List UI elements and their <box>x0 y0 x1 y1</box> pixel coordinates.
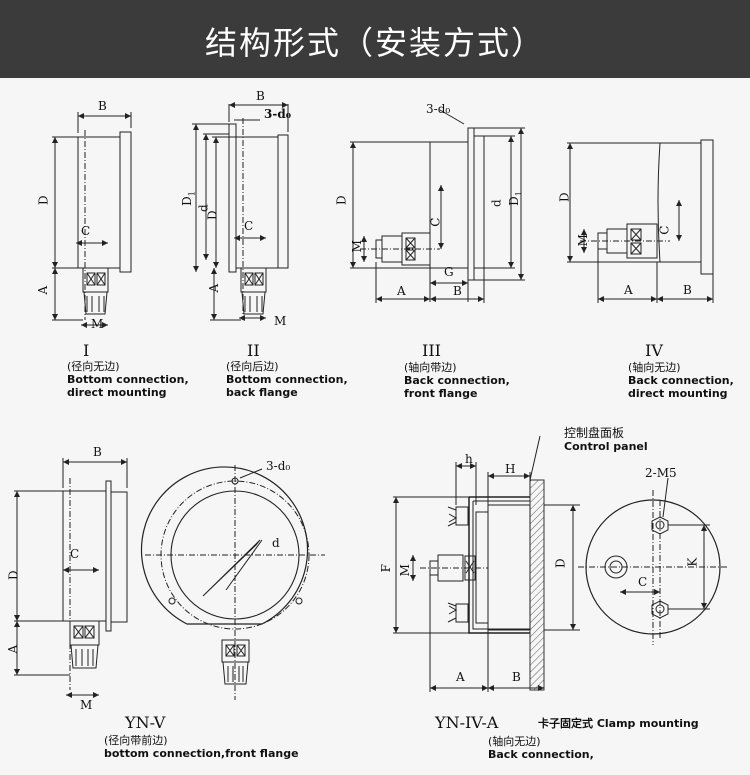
fig6-dim-a: A <box>456 670 465 684</box>
technical-drawing <box>14 102 728 700</box>
fig5-caption-en1: bottom connection,front flange <box>104 747 299 761</box>
fig2-numeral: II <box>247 341 260 360</box>
fig3-dim-b: B <box>453 284 462 298</box>
figure-5-front-drawing <box>140 465 325 700</box>
fig1-dim-m: M <box>91 317 104 331</box>
fig2-dim-d1-subscript: 1 <box>187 191 197 197</box>
fig1-caption-en1: Bottom connection, <box>67 373 189 387</box>
fig6-dim-m: M <box>397 564 412 577</box>
fig2-caption-cn: (径向后边) <box>226 360 279 373</box>
fig6-dim-d: D <box>553 558 568 569</box>
fig1-dim-d: D <box>36 195 51 206</box>
header-bar: 结构形式（安装方式） <box>0 0 750 78</box>
fig2-dim-m: M <box>274 314 287 328</box>
fig2-caption-en2: back flange <box>226 386 298 400</box>
fig3-caption-cn: (轴向带边) <box>404 361 457 374</box>
fig6-dim-k: K <box>685 557 700 567</box>
fig5-dim-a: A <box>6 644 21 654</box>
fig6-dim-2m5: 2-M5 <box>645 466 677 480</box>
figure-3-drawing <box>350 109 525 303</box>
fig3-dim-3d0: 3-d₀ <box>426 102 451 116</box>
figure-4-drawing <box>567 139 714 303</box>
fig5-dim-3d0: 3-d₀ <box>266 459 291 473</box>
fig4-caption-en1: Back connection, <box>628 374 734 388</box>
fig4-dim-c: C <box>657 225 672 235</box>
fig3-dim-d1-subscript: 1 <box>514 191 524 197</box>
fig3-dim-g: G <box>444 265 454 279</box>
fig6-dim-c: C <box>638 575 648 589</box>
fig3-caption: (轴向带边) Back connection, front flange <box>404 361 510 401</box>
fig3-caption-en2: front flange <box>404 387 478 401</box>
fig3-numeral: III <box>422 341 441 360</box>
figure-5-side-drawing <box>14 458 128 698</box>
fig2-dim-d: D <box>205 210 220 221</box>
figure-6-side-drawing <box>393 435 580 692</box>
fig6-dim-b: B <box>512 670 521 684</box>
fig1-caption-cn: (径向无边) <box>67 360 120 373</box>
fig1-caption: (径向无边) Bottom connection, direct mountin… <box>67 360 189 400</box>
fig2-dim-3d0: 3-d₀ <box>264 107 291 121</box>
figure-1-drawing <box>52 112 132 328</box>
fig1-dim-b: B <box>98 99 107 113</box>
fig1-dim-c: C <box>81 224 91 238</box>
fig2-caption-en1: Bottom connection, <box>226 373 348 387</box>
fig2-dim-d1-letter: D <box>179 196 194 206</box>
fig2-dim-a: A <box>207 283 222 293</box>
fig5-dim-d: D <box>6 570 21 581</box>
figure-6-rear-drawing <box>578 477 728 645</box>
fig4-dim-m: M <box>575 234 590 247</box>
fig6-dim-h-small: h <box>465 452 473 466</box>
fig3-dim-d: D <box>334 195 349 206</box>
page-title: 结构形式（安装方式） <box>204 24 545 62</box>
fig2-dim-d1: D1 <box>180 191 197 206</box>
fig5-dim-small-d: d <box>272 536 280 550</box>
fig2-caption: (径向后边) Bottom connection, back flange <box>226 360 348 400</box>
fig1-dim-a: A <box>36 285 51 295</box>
control-panel-cn: 控制盘面板 <box>564 426 625 440</box>
control-panel-en: Control panel <box>564 440 648 454</box>
fig4-numeral: IV <box>645 341 663 360</box>
fig3-dim-d1: D1 <box>507 191 524 206</box>
fig3-dim-d1-letter: D <box>506 196 521 206</box>
fig5-caption-cn: (径向带前边) <box>104 734 168 747</box>
fig4-caption: (轴向无边) Back connection, direct mounting <box>628 361 734 401</box>
fig5-dim-m: M <box>80 698 93 712</box>
fig5-numeral: YN-V <box>125 713 166 732</box>
fig4-dim-a: A <box>624 283 633 297</box>
fig3-caption-en1: Back connection, <box>404 374 510 388</box>
fig3-dim-c: C <box>428 217 443 227</box>
fig2-dim-b: B <box>256 89 265 103</box>
fig4-dim-b: B <box>683 283 692 297</box>
fig6-numeral: YN-IV-A <box>435 713 499 732</box>
fig3-dim-small-d: d <box>489 199 504 208</box>
fig3-dim-a: A <box>397 284 406 298</box>
fig5-caption: (径向带前边) bottom connection,front flange <box>104 734 299 760</box>
fig6-caption-cn: (轴向无边) <box>488 735 541 748</box>
fig5-dim-b: B <box>93 445 102 459</box>
fig6-dim-h: H <box>505 462 516 476</box>
fig6-caption: (轴向无边) Back connection, <box>488 735 594 761</box>
diagram-canvas: B D C A M B 3-d₀ D1 d D C A M 3-d₀ D C M… <box>0 78 750 775</box>
control-panel-label: 控制盘面板 Control panel <box>564 426 648 454</box>
fig1-numeral: I <box>83 341 90 360</box>
fig6-clamp-mounting: 卡子固定式 Clamp mounting <box>538 717 699 730</box>
fig4-caption-cn: (轴向无边) <box>628 361 681 374</box>
fig3-dim-m: M <box>349 240 364 253</box>
figure-2-drawing <box>192 102 289 321</box>
fig4-caption-en2: direct mounting <box>628 387 728 401</box>
fig2-dim-c: C <box>244 219 254 233</box>
fig5-dim-c: C <box>70 547 80 561</box>
fig4-dim-d: D <box>557 192 572 203</box>
fig6-dim-f: F <box>378 564 393 573</box>
fig1-caption-en2: direct mounting <box>67 386 167 400</box>
fig6-caption-en1: Back connection, <box>488 748 594 762</box>
